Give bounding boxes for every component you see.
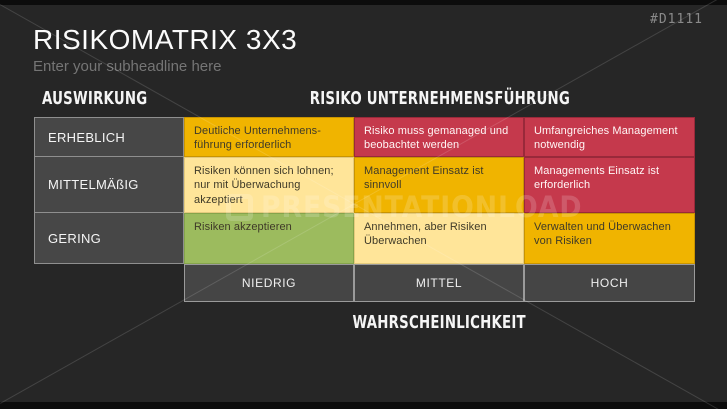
row-header-label: GERING	[48, 230, 102, 246]
top-bar	[0, 0, 727, 5]
probability-axis-label: WAHRSCHEINLICHKEIT	[352, 312, 527, 333]
risk-matrix-table: ERHEBLICH MITTELMÄßIG GERING Deutliche U…	[34, 117, 695, 302]
column-header-mittel: MITTEL	[354, 264, 524, 302]
matrix-cell: Deutliche Unternehmens-führung erforderl…	[184, 117, 354, 157]
column-header-hoch: HOCH	[524, 264, 695, 302]
matrix-cell: Risiken können sich lohnen; nur mit Über…	[184, 157, 354, 213]
row-header-erheblich: ERHEBLICH	[34, 117, 184, 157]
risk-axis-label: RISIKO UNTERNEHMENSFÜHRUNG	[309, 88, 570, 109]
row-header-label: MITTELMÄßIG	[48, 177, 139, 192]
row-header-mittelmaessig: MITTELMÄßIG	[34, 157, 184, 213]
matrix-cell: Risiken akzeptieren	[184, 213, 354, 264]
column-header-label: NIEDRIG	[241, 276, 297, 290]
column-header-label: MITTEL	[415, 276, 463, 290]
bottom-bar	[0, 402, 727, 409]
matrix-cell: Umfangreiches Management notwendig	[524, 117, 695, 157]
matrix-cell: Verwalten und Überwachen von Risiken	[524, 213, 695, 264]
matrix-cell: Risiko muss gemanaged und beobachtet wer…	[354, 117, 524, 157]
matrix-cell: Management Einsatz ist sinnvoll	[354, 157, 524, 213]
slide-subtitle: Enter your subheadline here	[33, 58, 222, 75]
impact-axis-label: AUSWIRKUNG	[42, 88, 148, 109]
matrix-cell: Annehmen, aber Risiken Überwachen	[354, 213, 524, 264]
column-header-label: HOCH	[590, 276, 629, 290]
slide-code: #D1111	[650, 12, 703, 27]
column-header-niedrig: NIEDRIG	[184, 264, 354, 302]
row-header-label: ERHEBLICH	[48, 129, 126, 145]
slide-title: RISIKOMATRIX 3X3	[33, 24, 298, 55]
matrix-cell: Managements Einsatz ist erforderlich	[524, 157, 695, 213]
row-header-gering: GERING	[34, 213, 184, 264]
